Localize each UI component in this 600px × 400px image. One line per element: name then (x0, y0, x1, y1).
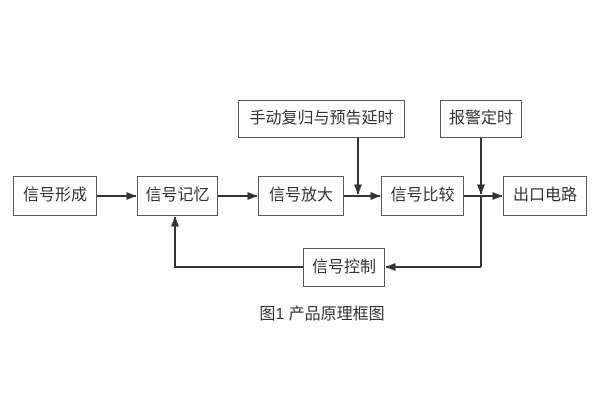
box-signal-control: 信号控制 (303, 248, 385, 287)
box-manual-reset-delay: 手动复归与预告延时 (238, 100, 405, 138)
box-signal-compare: 信号比较 (381, 176, 464, 216)
box-alarm-timer: 报警定时 (440, 100, 522, 138)
arrow-control-to-memory (171, 216, 303, 268)
diagram-caption: 图1 产品原理框图 (259, 306, 385, 323)
box-signal-amplify: 信号放大 (258, 176, 344, 216)
box-signal-form: 信号形成 (13, 176, 97, 216)
box-output-circuit: 出口电路 (503, 176, 587, 216)
box-signal-memory: 信号记忆 (137, 176, 218, 216)
